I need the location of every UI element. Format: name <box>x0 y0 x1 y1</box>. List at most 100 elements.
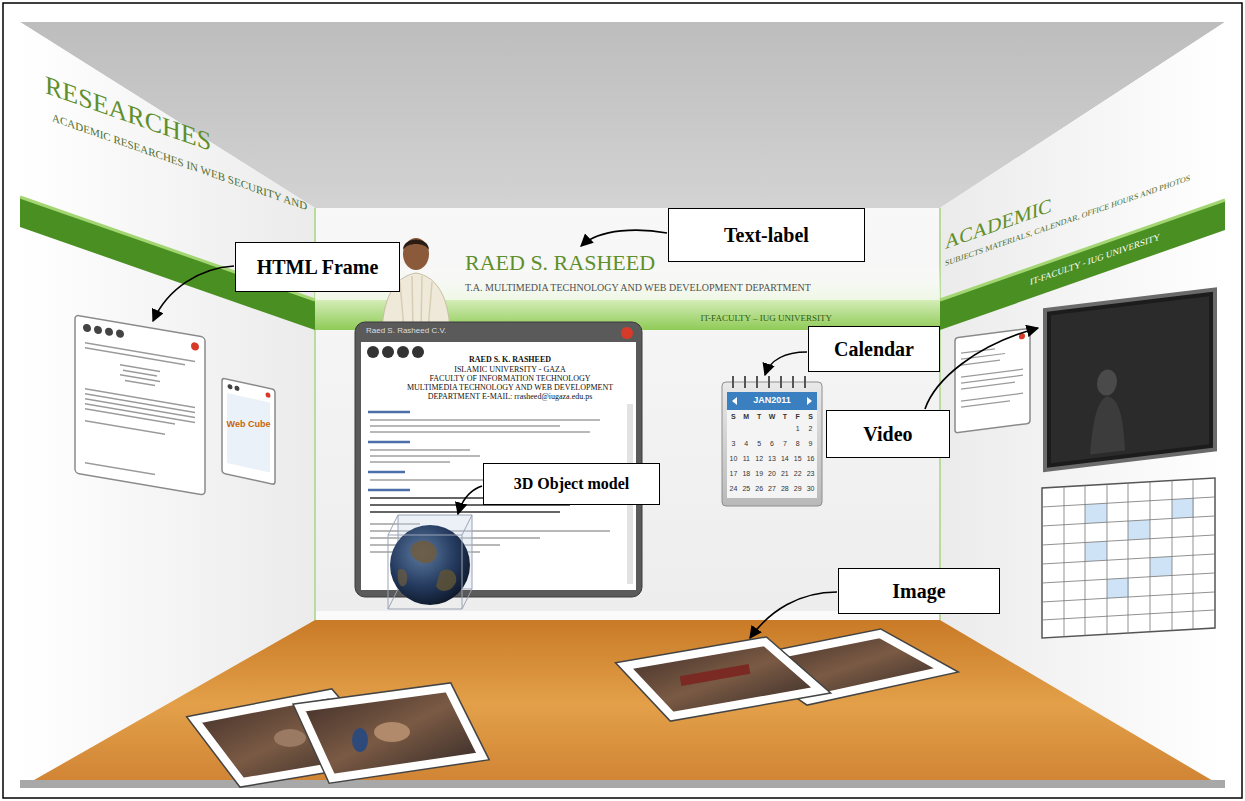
floor-photo <box>625 642 820 716</box>
calendar-weekday: M <box>739 413 754 420</box>
html-frame-panel <box>961 401 1010 407</box>
video-screen <box>1045 290 1215 470</box>
floor-photo <box>625 642 820 716</box>
schedule-table <box>1042 478 1215 638</box>
callout-box: Text-label <box>668 208 865 262</box>
leader-line <box>153 230 1038 638</box>
calendar-day: 18 <box>739 470 754 477</box>
leader-line <box>458 486 482 514</box>
calendar-weekday: T <box>752 413 767 420</box>
calendar-widget <box>722 376 822 506</box>
html-frame-panel <box>961 393 1023 401</box>
callout-box: HTML Frame <box>235 242 400 292</box>
cv-frame <box>367 346 379 358</box>
calendar-day: 14 <box>777 455 792 462</box>
calendar-day: 27 <box>765 485 780 492</box>
callout-box: Calendar <box>808 326 940 372</box>
callout-box: Video <box>826 410 950 458</box>
calendar-day: 30 <box>803 485 818 492</box>
3d-object-model <box>436 570 456 591</box>
calendar-day: 7 <box>777 440 792 447</box>
html-frame-panel <box>955 328 1030 433</box>
calendar-widget <box>733 376 805 388</box>
calendar-day: 5 <box>752 440 767 447</box>
callout-text: Image <box>892 580 945 602</box>
callout-box: 3D Object model <box>483 463 660 505</box>
html-frame-panel <box>227 393 270 472</box>
cv-frame <box>382 346 394 358</box>
schedule-table <box>1172 498 1194 518</box>
3d-object-model <box>398 569 408 586</box>
cv-heading: ISLAMIC UNIVERSITY - GAZA <box>395 366 625 374</box>
html-frame-panel <box>85 409 175 424</box>
calendar-weekday: W <box>765 413 780 420</box>
video-screen <box>1051 296 1209 463</box>
html-frame-panel <box>105 327 113 336</box>
wall-subheading: T.A. MULTIMEDIA TECHNOLOGY AND WEB DEVEL… <box>465 283 811 293</box>
html-frame-panel <box>228 384 233 390</box>
leader-line <box>925 328 1038 409</box>
calendar-widget <box>722 382 822 506</box>
cv-frame <box>370 461 450 463</box>
3d-object-model <box>388 535 462 609</box>
calendar-day: 15 <box>790 455 805 462</box>
html-frame-panel <box>85 404 195 423</box>
cv-frame <box>621 327 633 339</box>
html-frame-panel <box>85 399 195 418</box>
calendar-widget <box>792 376 794 388</box>
schedule-table <box>1085 503 1107 523</box>
html-frame-panel <box>85 463 155 475</box>
html-frame-panel <box>85 389 195 408</box>
calendar-day: 21 <box>777 470 792 477</box>
html-frame-panel <box>75 315 205 495</box>
faculty-label: IT-FACULTY – IUG UNIVERSITY <box>672 314 832 323</box>
person-photo <box>403 240 429 251</box>
leader-line <box>153 266 234 321</box>
schedule-table <box>1107 578 1129 598</box>
calendar-day: 1 <box>790 425 805 432</box>
calendar-weekday: S <box>726 413 741 420</box>
calendar-weekday: F <box>790 413 805 420</box>
html-frame-panel <box>75 315 205 495</box>
cv-heading: FACULTY OF INFORMATION TECHNOLOGY <box>395 375 625 383</box>
cv-heading: RAED S. K. RASHEED <box>395 356 625 364</box>
cv-frame <box>368 411 410 414</box>
calendar-widget <box>732 376 734 388</box>
calendar-day: 28 <box>777 485 792 492</box>
html-frame-panel <box>222 378 275 485</box>
html-frame-panel <box>191 342 199 351</box>
calendar-day: 23 <box>803 470 818 477</box>
calendar-day: 16 <box>803 455 818 462</box>
html-frame-panel <box>94 325 102 334</box>
calendar-day: 19 <box>752 470 767 477</box>
html-frame-panel <box>85 348 185 365</box>
floor-photo <box>300 688 482 778</box>
html-frame-panel <box>235 385 240 391</box>
calendar-day: 29 <box>790 485 805 492</box>
html-frame-panel <box>85 343 195 362</box>
schedule-table <box>1128 520 1150 540</box>
cv-heading: MULTIMEDIA TECHNOLOGY AND WEB DEVELOPMEN… <box>395 384 625 392</box>
calendar-day: 13 <box>765 455 780 462</box>
calendar-widget <box>756 376 758 388</box>
3d-object-model <box>410 541 436 564</box>
cv-heading: DEPARTMENT E-MAIL: rrasheed@iugaza.edu.p… <box>395 393 625 401</box>
cv-frame <box>368 489 410 492</box>
calendar-day: 12 <box>752 455 767 462</box>
schedule-table <box>1085 541 1107 561</box>
calendar-day: 25 <box>739 485 754 492</box>
html-frame-panel <box>125 381 155 386</box>
calendar-day: 3 <box>726 440 741 447</box>
cv-frame <box>368 471 405 474</box>
calendar-day: 10 <box>726 455 741 462</box>
calendar-widget <box>727 392 817 410</box>
schedule-table <box>1042 478 1215 638</box>
video-screen <box>1090 394 1125 454</box>
cv-frame <box>370 431 590 433</box>
html-frame-panel <box>955 328 1030 433</box>
schedule-table <box>1042 478 1215 638</box>
floor-photo <box>374 722 410 742</box>
person-photo <box>403 238 429 270</box>
cv-frame <box>368 441 410 444</box>
